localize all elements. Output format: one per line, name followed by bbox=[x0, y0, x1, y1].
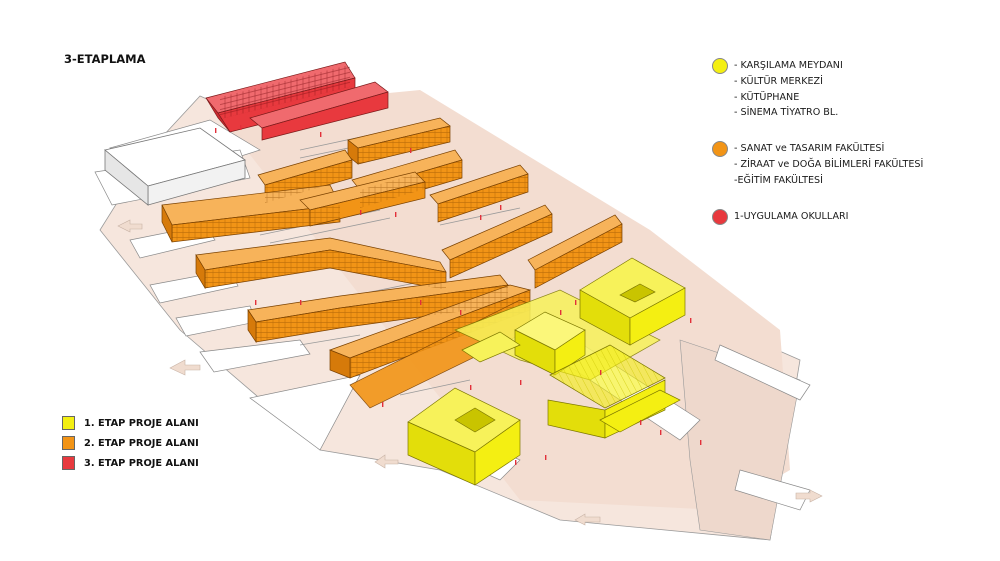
direction-arrows bbox=[117, 219, 823, 526]
arrow-southwest-icon bbox=[374, 454, 399, 469]
legend-line: - KÜTÜPHANE bbox=[734, 91, 800, 103]
legend-line: - SANAT ve TASARIM FAKÜLTESİ bbox=[734, 143, 885, 155]
legend-group-red: 1-UYGULAMA OKULLARI bbox=[712, 208, 923, 225]
legend-line: - ZİRAAT ve DOĞA BİLİMLERİ FAKÜLTESİ bbox=[734, 158, 924, 170]
legend-line: -EĞİTİM FAKÜLTESİ bbox=[734, 174, 823, 186]
legend-group-orange: - SANAT ve TASARIM FAKÜLTESİ - ZİRAAT ve… bbox=[712, 141, 923, 188]
existing-building bbox=[104, 127, 246, 206]
phase-legend-item-3: 3. ETAP PROJE ALANI bbox=[62, 453, 199, 473]
orange-dot-icon bbox=[712, 141, 728, 158]
legend-line: - SİNEMA TİYATRO BL. bbox=[734, 107, 839, 119]
orange-swatch-icon bbox=[62, 436, 75, 450]
phase-legend-item-2: 2. ETAP PROJE ALANI bbox=[62, 433, 199, 453]
phase-legend-label: 3. ETAP PROJE ALANI bbox=[84, 457, 199, 469]
red-dot-icon bbox=[712, 208, 728, 225]
people-markers bbox=[215, 125, 702, 465]
arrow-south-icon bbox=[574, 513, 601, 526]
arrow-west-icon bbox=[169, 359, 201, 376]
phase-legend-label: 2. ETAP PROJE ALANI bbox=[84, 437, 199, 449]
red-swatch-icon bbox=[62, 456, 75, 470]
phase-legend-item-1: 1. ETAP PROJE ALANI bbox=[62, 413, 199, 433]
phase-legend-label: 1. ETAP PROJE ALANI bbox=[84, 417, 199, 429]
legend-line: - KÜLTÜR MERKEZİ bbox=[734, 75, 823, 87]
phase1-yellow-buildings bbox=[407, 257, 686, 486]
yellow-dot-icon bbox=[712, 58, 728, 74]
yellow-swatch-icon bbox=[62, 416, 75, 430]
arrow-northwest-icon bbox=[117, 219, 143, 233]
phase3-red-building bbox=[205, 61, 389, 141]
phase-legend: 1. ETAP PROJE ALANI 2. ETAP PROJE ALANI … bbox=[62, 413, 199, 473]
legend-group-yellow: - KARŞILAMA MEYDANI - KÜLTÜR MERKEZİ - K… bbox=[712, 58, 923, 121]
legend-line: 1-UYGULAMA OKULLARI bbox=[734, 210, 849, 222]
arrow-east-icon bbox=[795, 489, 823, 503]
orange-window-bands bbox=[172, 126, 622, 378]
legend-line: - KARŞILAMA MEYDANI bbox=[734, 60, 843, 71]
page-title: 3-ETAPLAMA bbox=[64, 52, 146, 66]
function-legend: - KARŞILAMA MEYDANI - KÜLTÜR MERKEZİ - K… bbox=[712, 58, 923, 244]
